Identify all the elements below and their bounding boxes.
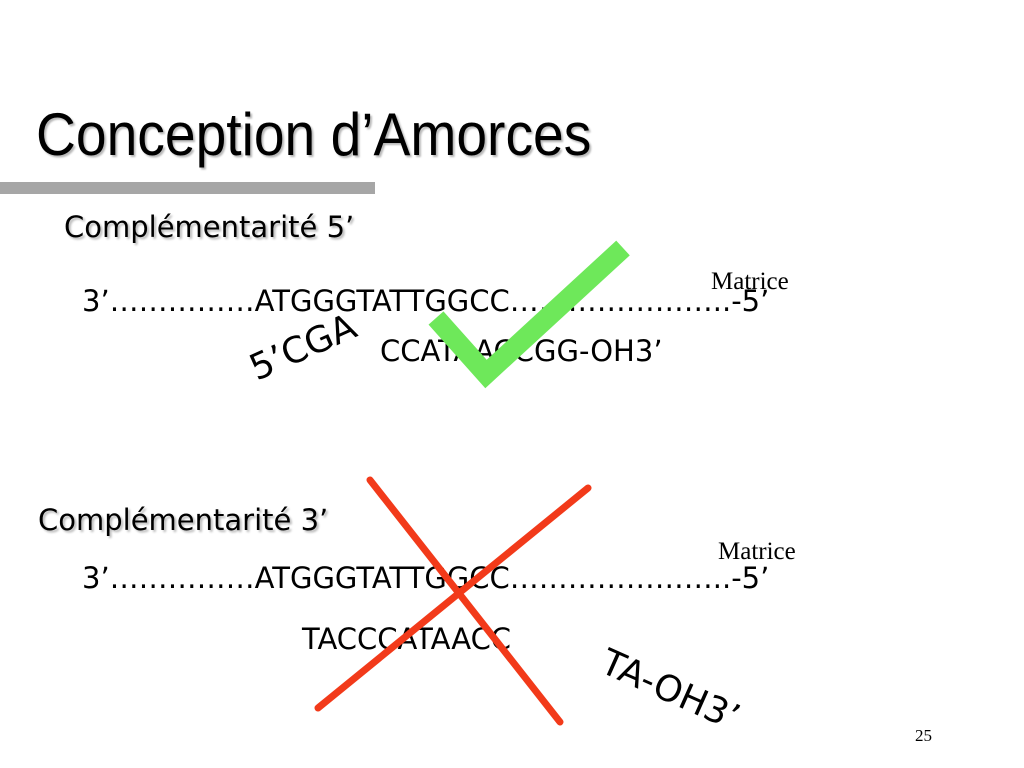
template-sequence-5: 3’……………ATGGGTATTGGCC…………………..-5’ [82, 284, 770, 318]
heading-complementarity-3: Complémentarité 3’ [38, 503, 329, 537]
slide-title: Conception d’Amorces [36, 101, 592, 168]
template-sequence-3: 3’……………ATGGGTATTGGCC…………………..-5’ [82, 561, 770, 595]
cross-mark-icon [314, 476, 592, 726]
title-underline [0, 182, 375, 194]
template-label-5: Matrice [711, 268, 789, 295]
check-mark-icon [428, 240, 630, 389]
template-label-3: Matrice [718, 538, 796, 565]
heading-complementarity-5: Complémentarité 5’ [64, 210, 355, 244]
page-number: 25 [915, 726, 932, 745]
